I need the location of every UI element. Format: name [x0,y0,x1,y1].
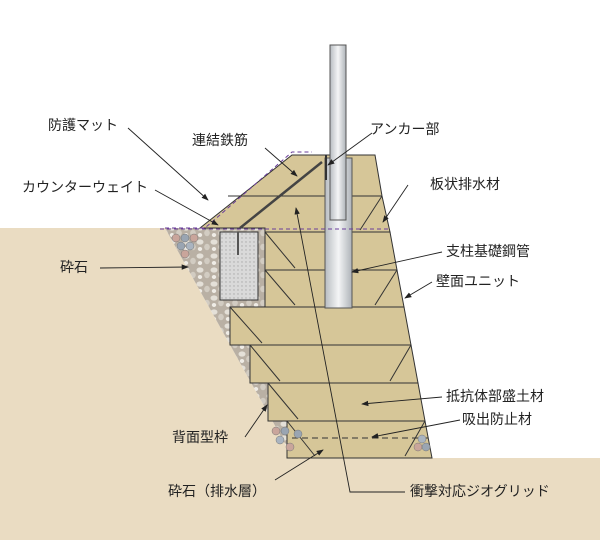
label-suction-prevention: 吸出防止材 [462,412,532,428]
label-geogrid: 衝撃対応ジオグリッド [410,484,550,500]
label-wall-unit: 壁面ユニット [436,274,520,290]
label-back-form: 背面型枠 [172,430,228,446]
unit-diagonals [229,195,426,457]
label-counterweight: カウンターウェイト [22,180,148,196]
label-protection-mat: 防護マット [48,118,118,134]
leader-lines [99,127,461,493]
label-anchor: アンカー部 [370,122,440,138]
wall-units [198,154,433,459]
post-column [329,44,347,221]
label-crushed-stone: 砕石 [60,260,88,276]
label-drain-board: 板状排水材 [430,177,500,193]
drain-stones [171,233,431,452]
ground [0,228,600,540]
tie-rebar [239,161,323,229]
label-tie-rebar: 連結鉄筋 [192,133,248,149]
crushed-stone-backfill [165,228,293,458]
label-post-pipe: 支柱基礎鋼管 [446,244,530,260]
label-drain-layer: 砕石（排水層） [168,484,266,500]
label-fill: 抵抗体部盛土材 [446,389,544,405]
